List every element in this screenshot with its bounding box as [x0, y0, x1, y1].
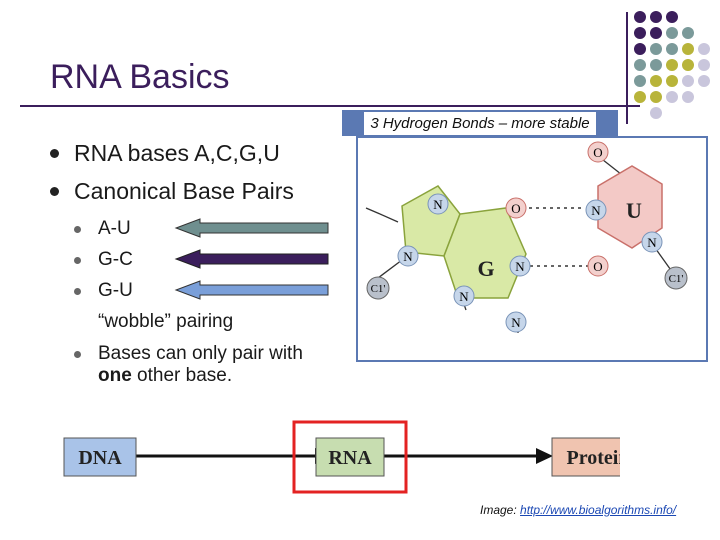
image-credit: Image: http://www.bioalgorithms.info/ — [480, 503, 677, 517]
page-title: RNA Basics — [50, 58, 230, 96]
rna-label: RNA — [328, 447, 372, 469]
atom-c1: C1' — [669, 273, 684, 285]
pairing-arrows — [174, 218, 329, 300]
wobble-pairing-note: “wobble” pairing — [98, 311, 234, 332]
title-vertical-divider — [626, 12, 628, 124]
base-g-label: G — [477, 256, 494, 281]
decorative-dot-grid — [634, 11, 710, 119]
bullet-marker — [50, 149, 59, 158]
arrow-g-c — [174, 249, 329, 269]
base-pair-diagram: N N N O N N N O O N C1' C1' G U — [356, 136, 708, 362]
atom-n: N — [647, 235, 657, 250]
credit-link[interactable]: http://www.bioalgorithms.info/ — [520, 503, 677, 517]
atom-c1: C1' — [371, 283, 386, 295]
protein-label: Protein — [567, 447, 620, 469]
rna-box — [315, 437, 385, 477]
sub-bullet-marker — [74, 257, 81, 264]
atom-n: N — [591, 203, 601, 218]
hydrogen-bonds-label: 3 Hydrogen Bonds – more stable — [342, 110, 618, 136]
arrow-a-u — [174, 218, 329, 238]
flow-arrowhead-protein — [536, 448, 553, 464]
sub-bullet-marker — [74, 288, 81, 295]
atom-n: N — [459, 289, 469, 304]
arrow-g-u — [174, 280, 329, 300]
rna-highlight-box — [292, 420, 408, 494]
atom-n: N — [511, 315, 521, 330]
sub-bullet-marker — [74, 351, 81, 358]
dna-label: DNA — [78, 447, 122, 469]
dna-box — [63, 437, 137, 477]
atom-o: O — [511, 201, 520, 216]
bullet-marker — [50, 187, 59, 196]
atom-n: N — [433, 197, 443, 212]
atom-o: O — [593, 145, 602, 160]
base-u-label: U — [626, 198, 642, 223]
atom-o: O — [593, 259, 602, 274]
central-dogma-flow: DNA RNA Protein — [63, 420, 620, 494]
g-u-pair-structure: N N N O N N N O O N C1' C1' G U — [365, 141, 688, 333]
title-horizontal-divider — [20, 105, 640, 107]
atom-n: N — [403, 249, 413, 264]
protein-box — [551, 437, 620, 477]
sub-bullet-marker — [74, 226, 81, 233]
atom-n: N — [515, 259, 525, 274]
